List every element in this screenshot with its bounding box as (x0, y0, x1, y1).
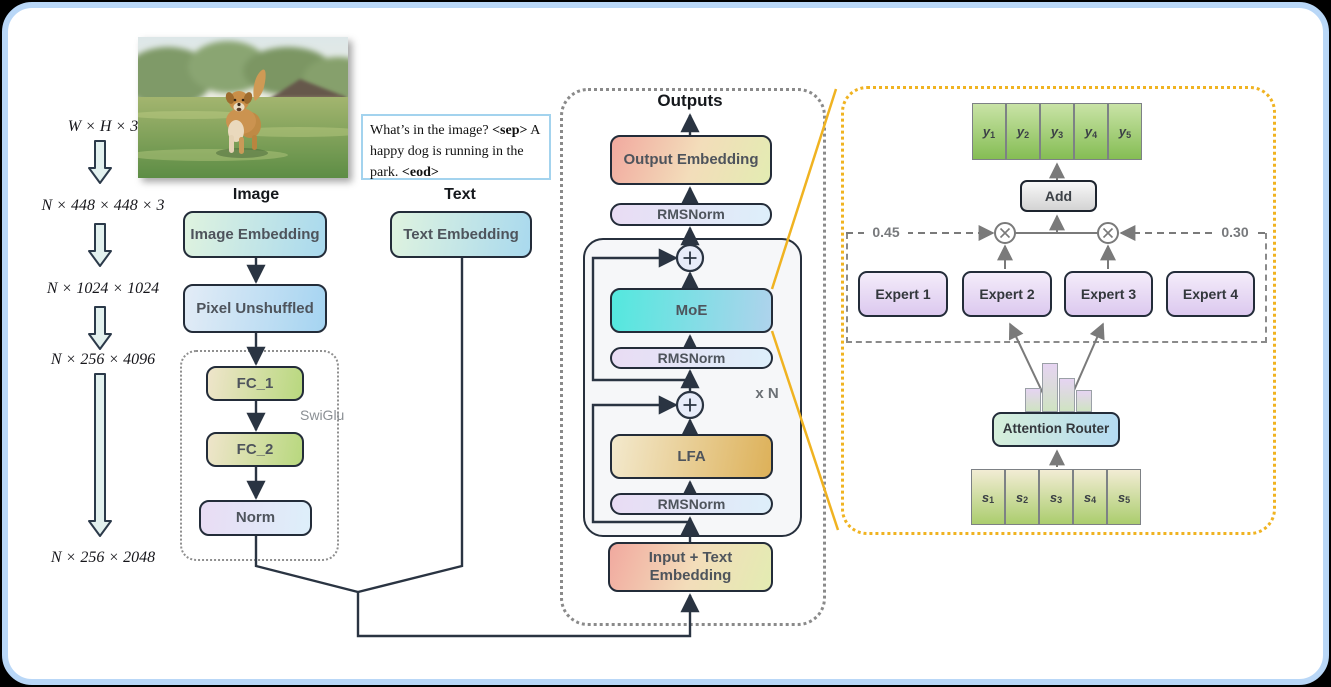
norm-box: Norm (199, 500, 312, 536)
lfa-box: LFA (610, 434, 773, 479)
text-branch-header: Text (444, 186, 476, 203)
fc1-box: FC_1 (206, 366, 304, 401)
zoom-connector-lines (770, 88, 840, 531)
outputs-header: Outputs (657, 91, 723, 110)
dim-label: N × 256 × 4096 (50, 351, 156, 368)
rmsnorm-top-box: RMSNorm (610, 203, 772, 226)
outputs-dotted-box (560, 88, 826, 626)
pixel-unshuffled-box: Pixel Unshuffled (183, 284, 327, 333)
router-score-bar (1025, 388, 1041, 412)
add-box: Add (1020, 180, 1097, 212)
prompt-question: What’s in the image? (370, 123, 489, 138)
dog-shape (225, 69, 266, 154)
prompt-answer: A happy dog is running in the park. (370, 123, 540, 180)
eod-token: <eod> (401, 165, 439, 180)
output-embedding-box: Output Embedding (610, 135, 772, 185)
router-score-bar (1059, 378, 1075, 412)
dim-label: N × 256 × 2048 (50, 549, 156, 566)
experts-dashed-box (846, 233, 1267, 343)
dim-label: N × 1024 × 1024 (46, 280, 160, 297)
input-text-embedding-box: Input + Text Embedding (608, 542, 773, 592)
wires-dark (246, 113, 700, 638)
rmsnorm-bottom-box: RMSNorm (610, 493, 773, 515)
rmsnorm-mid-box: RMSNorm (610, 347, 773, 369)
expert-1-box: Expert 1 (858, 271, 948, 317)
repeat-n-label: x N (755, 385, 779, 402)
router-score-bar (1042, 363, 1058, 412)
expert-3-box: Expert 3 (1064, 271, 1153, 317)
dimension-arrow-icon (88, 140, 112, 537)
prompt-text-box: What’s in the image? <sep> A happy dog i… (361, 114, 551, 180)
residual-add-icon (675, 243, 705, 420)
image-branch-header: Image (232, 186, 280, 203)
expert-2-box: Expert 2 (962, 271, 1052, 317)
moe-detail-panel (841, 86, 1276, 535)
swiglu-label: SwiGlu (300, 407, 345, 423)
router-weight-right: 0.30 (1213, 224, 1257, 240)
moe-box: MoE (610, 288, 773, 333)
attention-router-box: Attention Router (992, 412, 1120, 447)
fc2-box: FC_2 (206, 432, 304, 467)
dim-label: N × 448 × 448 × 3 (41, 197, 165, 214)
multiply-icon (994, 222, 1119, 244)
sep-token: <sep> (492, 123, 528, 138)
router-weight-left: 0.45 (864, 224, 908, 240)
dog-photo (138, 37, 348, 178)
text-embedding-box: Text Embedding (390, 211, 532, 258)
expert-4-box: Expert 4 (1166, 271, 1255, 317)
router-score-bar (1076, 390, 1092, 412)
dim-label: W × H × 3 (67, 118, 139, 135)
image-embedding-box: Image Embedding (183, 211, 327, 258)
